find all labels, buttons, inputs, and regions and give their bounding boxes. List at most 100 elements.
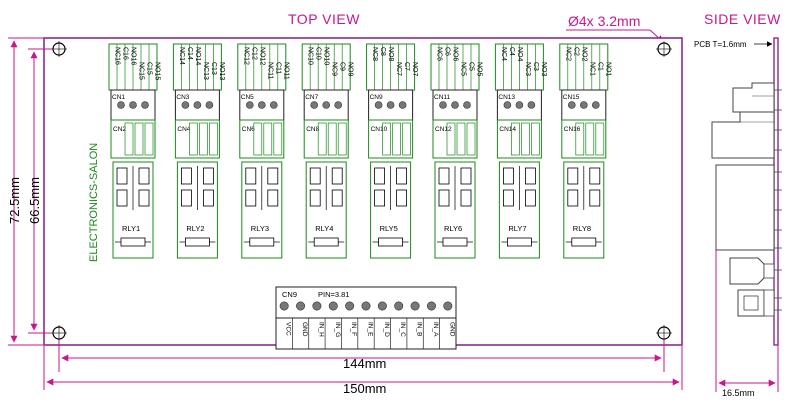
terminal-label: NC9 [331, 62, 338, 76]
terminal-label: C7 [403, 62, 410, 71]
header-mid-label: CN14 [499, 126, 516, 133]
terminal-label: NC11 [266, 62, 273, 79]
relay-label: RLY8 [573, 224, 591, 233]
header-pin [579, 101, 588, 109]
terminal-label: C9 [339, 62, 346, 71]
input-pin-label: VCC [285, 322, 292, 336]
terminal-label: NO8 [387, 47, 394, 62]
header-pin [334, 101, 343, 109]
screw-slot [327, 122, 337, 156]
terminal-label: C11 [274, 62, 281, 74]
terminal-label: NO11 [282, 62, 289, 80]
relay-label: RLY6 [444, 224, 462, 233]
input-pin [443, 301, 453, 311]
relay-contact [116, 189, 128, 207]
terminal-label: C12 [250, 47, 257, 60]
header-top-label: CN1 [112, 94, 125, 101]
relay-contact [567, 189, 579, 207]
header-pin [246, 101, 254, 109]
header-mid-label: CN6 [242, 126, 255, 133]
screw-slot [382, 122, 391, 156]
terminal-label: NC3 [524, 62, 531, 76]
input-pin-label: IN_H [317, 322, 324, 337]
header-pin [257, 101, 266, 109]
relay-contact [396, 167, 408, 185]
header-pin [439, 101, 447, 109]
relay-contact [567, 167, 579, 185]
top-view-title: TOP VIEW [288, 11, 360, 27]
header-pin [181, 101, 190, 109]
terminal-label: C13 [210, 62, 217, 75]
terminal-label: NC5 [460, 62, 467, 76]
screw-slot [253, 122, 263, 156]
terminal-label: NC14 [178, 47, 185, 65]
header-mid-label: CN2 [113, 126, 126, 133]
terminal-label: NO5 [476, 62, 483, 77]
relay-contact [180, 189, 192, 207]
header-pin [567, 101, 576, 109]
screw-slot [456, 122, 466, 156]
input-connector-pitch: PIN=3.81 [318, 290, 349, 299]
terminal-label: NO14 [194, 47, 201, 65]
terminal-label: NO10 [323, 47, 330, 65]
relay-contact [331, 167, 343, 185]
header-top-label: CN15 [563, 94, 580, 101]
input-pin [328, 301, 338, 311]
relay-contact [309, 189, 321, 207]
terminal-label: NC2 [564, 47, 571, 61]
terminal-label: NC8 [371, 47, 378, 61]
input-pin [410, 301, 420, 311]
relay-label: RLY7 [508, 224, 526, 233]
relay-contact [460, 189, 472, 207]
screw-slot [209, 122, 218, 156]
input-pin [361, 301, 371, 311]
terminal-label: NO15 [154, 62, 161, 80]
terminal-label: NO7 [411, 62, 418, 77]
dim-side-label: 16.5mm [722, 388, 755, 398]
header-pin [451, 101, 459, 109]
screw-slot [273, 122, 283, 156]
relay-label: RLY3 [251, 224, 269, 233]
terminal-label: NO13 [218, 62, 225, 80]
input-pin [345, 301, 355, 311]
header-top-label: CN7 [305, 94, 318, 101]
header-pin [129, 101, 137, 109]
terminal-label: NC13 [202, 62, 209, 80]
relay-label: RLY2 [186, 224, 204, 233]
header-mid-label: CN4 [177, 126, 190, 133]
header-pin [117, 101, 125, 109]
terminal-label: NC6 [436, 47, 443, 61]
relay-contact [245, 167, 257, 185]
relay-contact [267, 167, 279, 185]
terminal-label: C3 [532, 62, 539, 71]
terminal-label: NO2 [580, 47, 587, 62]
input-pin-label: IN_G [334, 322, 341, 337]
relay-contact [309, 167, 321, 185]
relay-contact [116, 167, 128, 185]
terminal-label: NO3 [540, 62, 547, 77]
terminal-label: NO6 [452, 47, 459, 62]
input-pin [394, 301, 404, 311]
hole-spec-label: Ø4x 3.2mm [568, 13, 640, 29]
header-pin [322, 101, 331, 109]
header-pin [515, 101, 524, 109]
relay-contact [202, 167, 214, 185]
terminal-label: C1 [596, 62, 603, 71]
terminal-label: NC1 [588, 62, 595, 76]
side-view: PCB T=1.6mm 16.5mm [694, 37, 782, 398]
relay-contact [396, 189, 408, 207]
terminal-label: NO1 [604, 62, 611, 77]
input-pin-label: GND [448, 322, 455, 337]
header-pin [205, 101, 214, 109]
relay-contact [138, 167, 150, 185]
input-pin-label: IN_C [399, 322, 406, 337]
screw-slot [466, 122, 476, 156]
header-top-label: CN11 [434, 94, 451, 101]
terminal-label: NO16 [130, 47, 137, 65]
header-mid-label: CN16 [564, 126, 581, 133]
